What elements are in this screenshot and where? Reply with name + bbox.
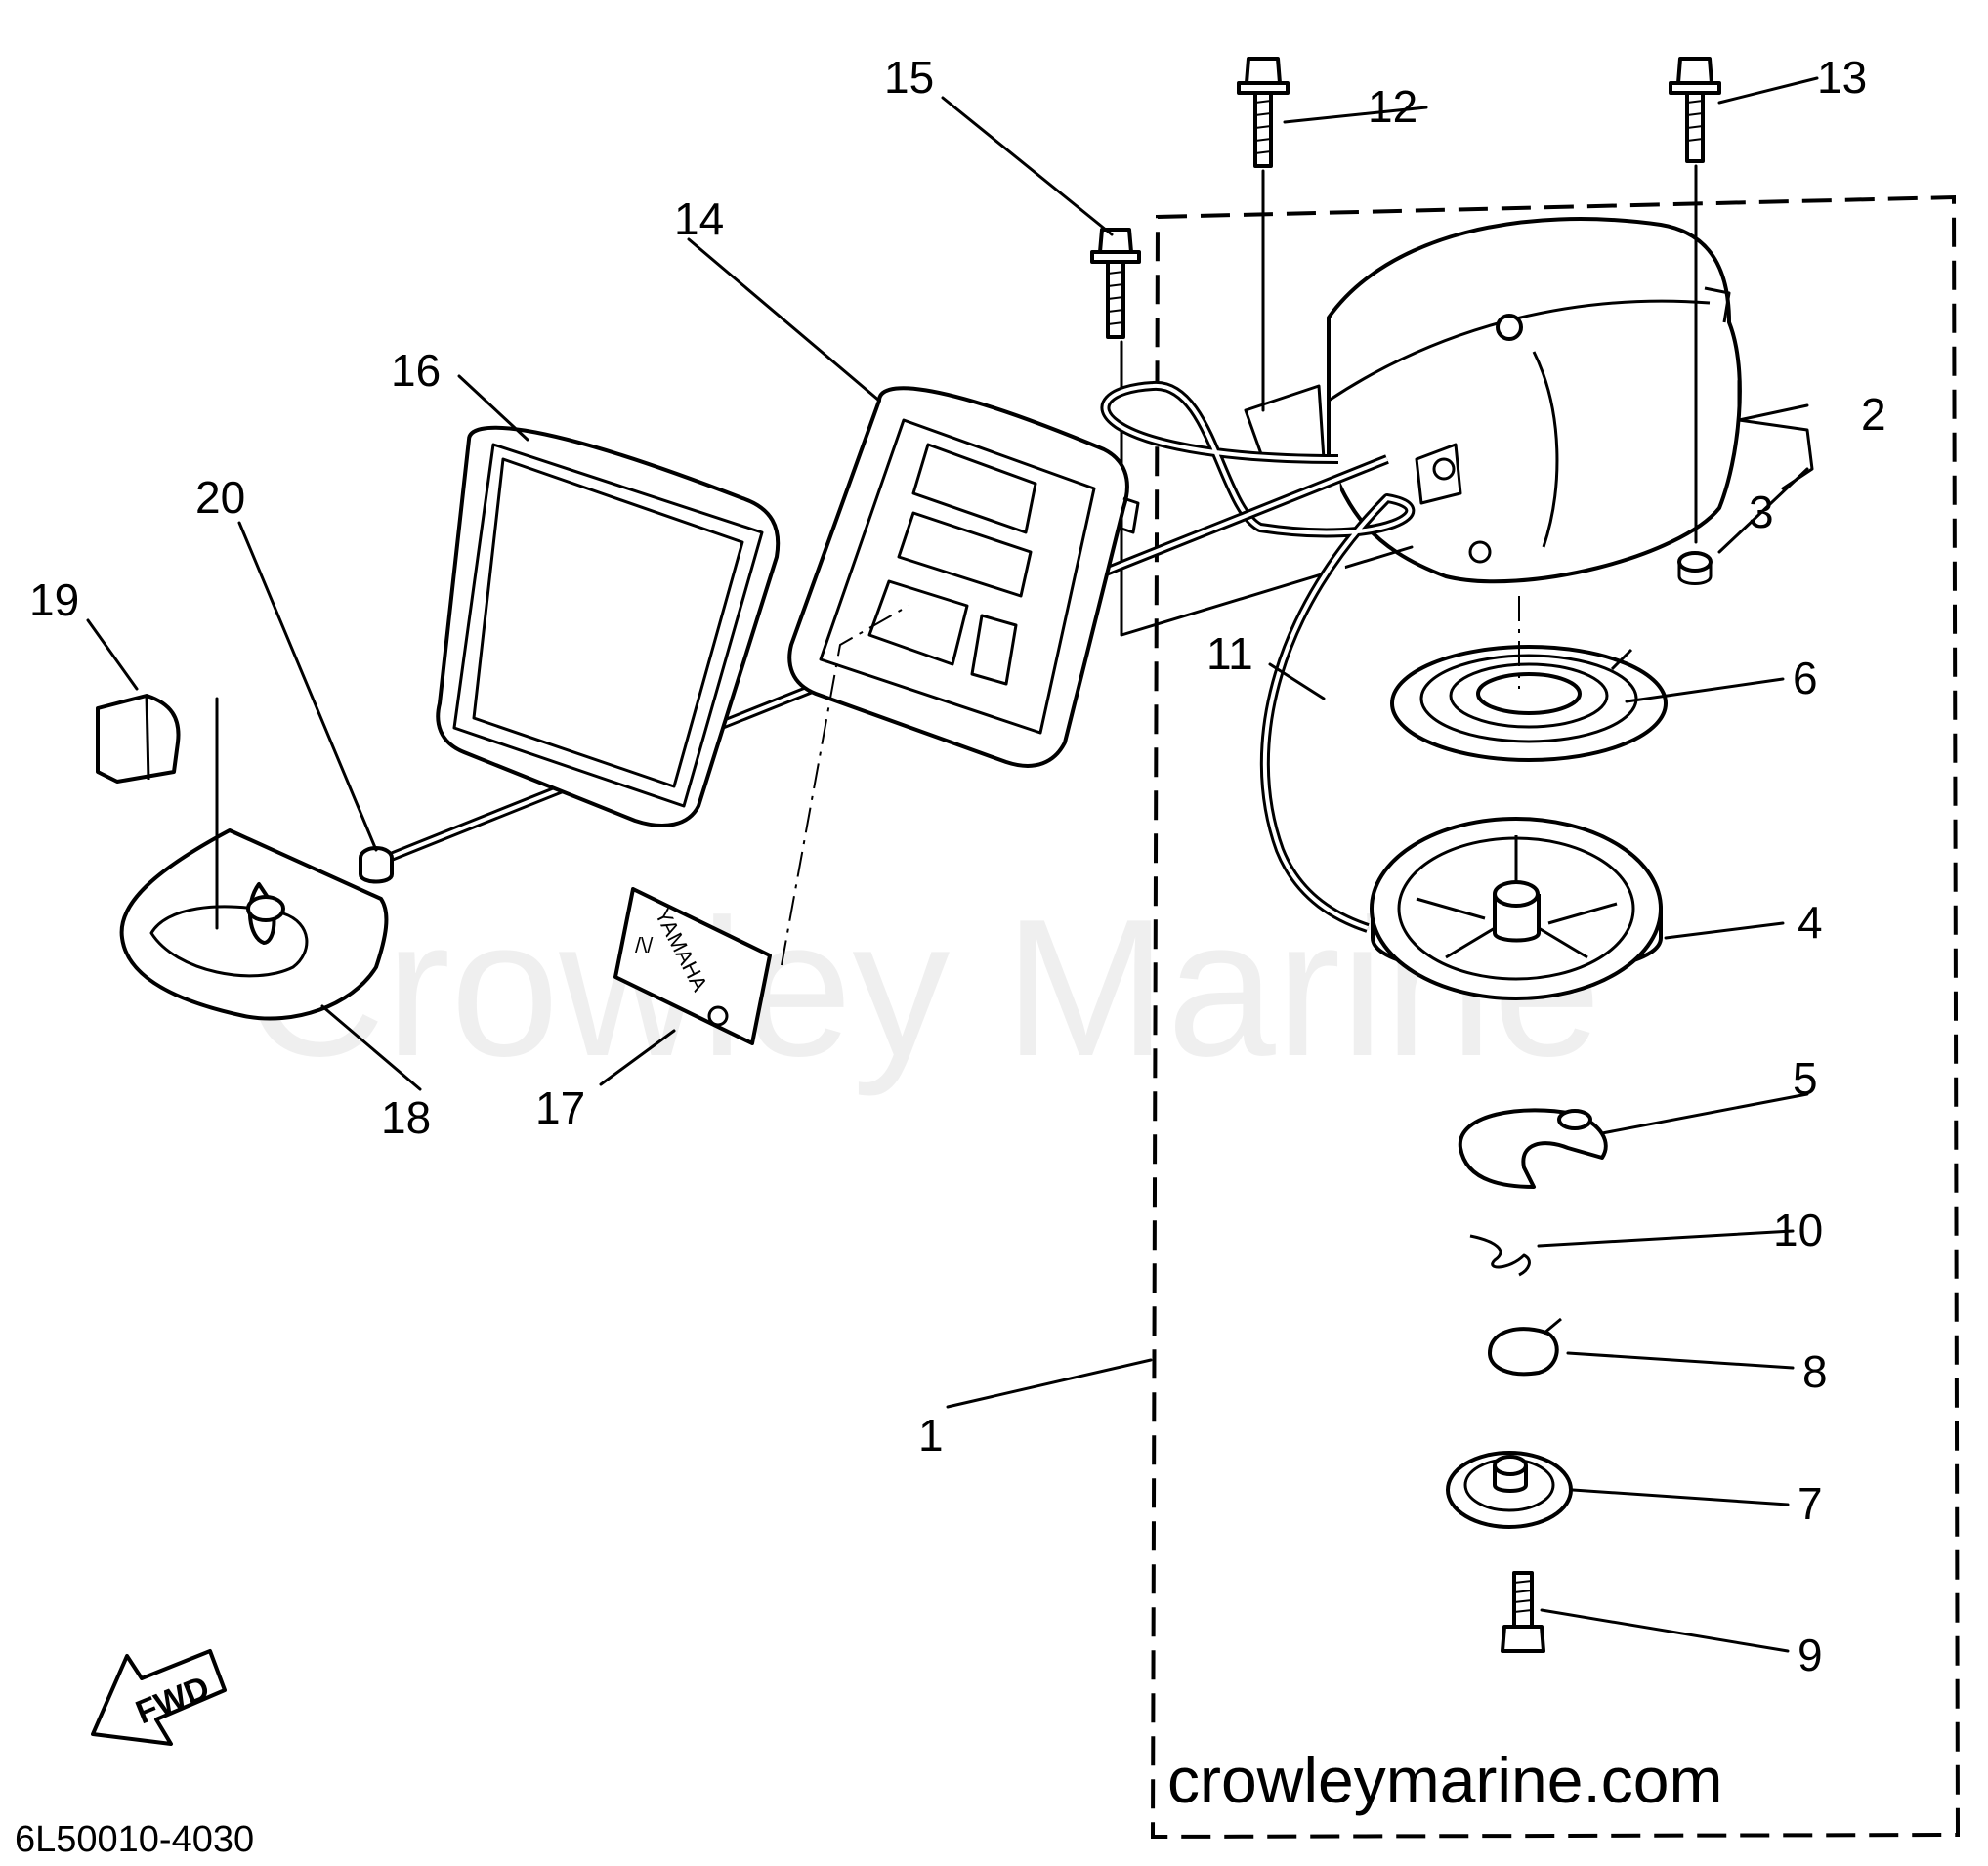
callout-7: 7 (1798, 1478, 1823, 1529)
drive-pawl-5 (1458, 1108, 1608, 1189)
cap-19 (96, 694, 181, 784)
callout-15: 15 (884, 52, 934, 103)
bolt-12 (1237, 57, 1290, 168)
callout-20: 20 (195, 472, 245, 523)
watermark-url: crowleymarine.com (1167, 1744, 1722, 1816)
callout-18: 18 (381, 1092, 431, 1143)
handle-18 (119, 828, 389, 1021)
callout-4: 4 (1798, 897, 1823, 948)
decal-17: YAMAHA /\/ (613, 887, 772, 1045)
starter-housing (1244, 217, 1742, 584)
spiral-spring-6 (1390, 645, 1668, 762)
seal-16 (436, 425, 781, 827)
part-number: 6L50010-4030 (15, 1819, 254, 1860)
leader-lines (86, 76, 1819, 1653)
starter-rope-11-inner (1103, 383, 1413, 930)
pulley-4 (1370, 817, 1663, 1000)
callout-16: 16 (391, 345, 441, 396)
bolt-15-axis (1120, 340, 1414, 637)
grommet-3 (1677, 551, 1713, 585)
callout-11: 11 (1206, 628, 1253, 679)
bolt-15 (1090, 228, 1141, 339)
stopper-20 (359, 846, 394, 884)
callout-3: 3 (1749, 487, 1774, 537)
callout-9: 9 (1798, 1630, 1823, 1680)
decal-reference-line (781, 605, 909, 966)
decal-mark-text: /\/ (635, 933, 654, 957)
callout-1: 1 (918, 1410, 944, 1461)
bolt-13 (1669, 57, 1721, 163)
callout-8: 8 (1802, 1346, 1828, 1397)
guide-14 (787, 386, 1140, 768)
callout-5: 5 (1793, 1053, 1818, 1104)
bolt-9 (1501, 1571, 1545, 1653)
callout-6: 6 (1793, 653, 1818, 703)
callout-14: 14 (674, 193, 724, 244)
spring-10 (1469, 1234, 1531, 1277)
drive-plate-7 (1446, 1451, 1573, 1529)
callout-numbers: 1 2 3 4 5 6 7 8 9 10 11 12 13 14 15 16 1… (29, 52, 1886, 1680)
fwd-arrow-icon: FWD (91, 1649, 227, 1746)
callout-13: 13 (1817, 52, 1867, 103)
assembly-dashed-box (1150, 194, 1961, 1840)
plate-8 (1488, 1317, 1562, 1377)
callout-10: 10 (1773, 1205, 1823, 1255)
callout-19: 19 (29, 574, 79, 625)
callout-17: 17 (535, 1082, 585, 1133)
callout-12: 12 (1368, 81, 1417, 132)
callout-2: 2 (1861, 389, 1886, 440)
